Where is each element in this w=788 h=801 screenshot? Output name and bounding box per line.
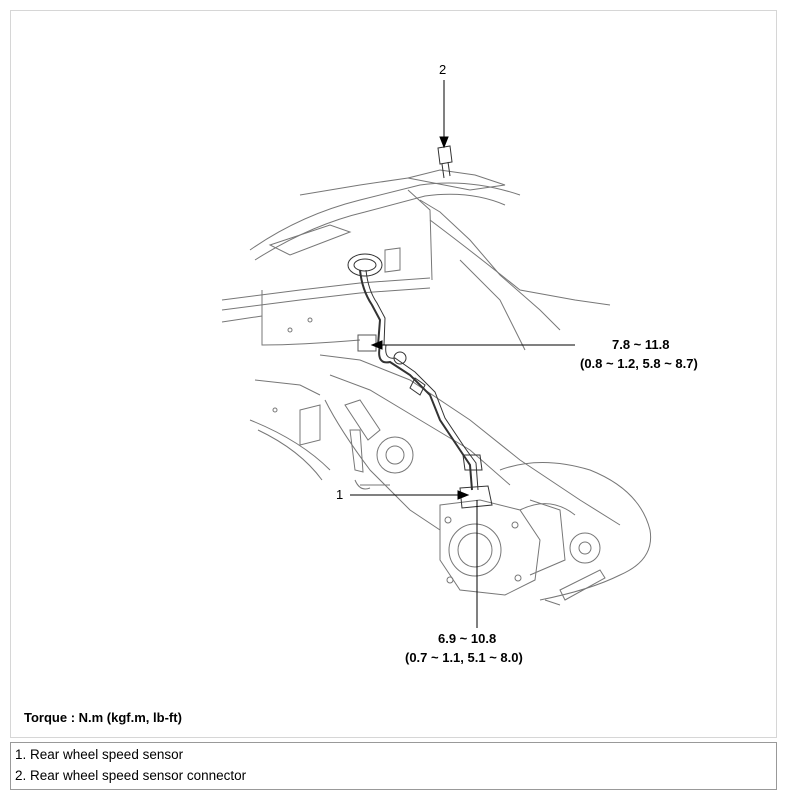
callout-2: 2 — [439, 62, 447, 77]
legend-item-sensor: 1. Rear wheel speed sensor — [15, 747, 184, 762]
torque-upper-alt: (0.8 ~ 1.2, 5.8 ~ 8.7) — [580, 356, 698, 371]
torque-lower-alt: (0.7 ~ 1.1, 5.1 ~ 8.0) — [405, 650, 523, 665]
body-panel-lines — [221, 169, 611, 481]
legend-box: 1. Rear wheel speed sensor 2. Rear wheel… — [10, 742, 777, 790]
torque-lower-nm: 6.9 ~ 10.8 — [438, 631, 497, 646]
leader-lines — [350, 80, 575, 628]
torque-upper-nm: 7.8 ~ 11.8 — [612, 337, 670, 352]
torque-unit-note: Torque : N.m (kgf.m, lb-ft) — [24, 710, 182, 725]
callout-1: 1 — [336, 487, 344, 502]
trailing-arm — [319, 354, 652, 601]
knuckle-hub — [439, 499, 606, 606]
figure-frame — [10, 10, 777, 738]
legend-item-connector: 2. Rear wheel speed sensor connector — [15, 768, 247, 783]
connector-drawing — [437, 145, 453, 179]
